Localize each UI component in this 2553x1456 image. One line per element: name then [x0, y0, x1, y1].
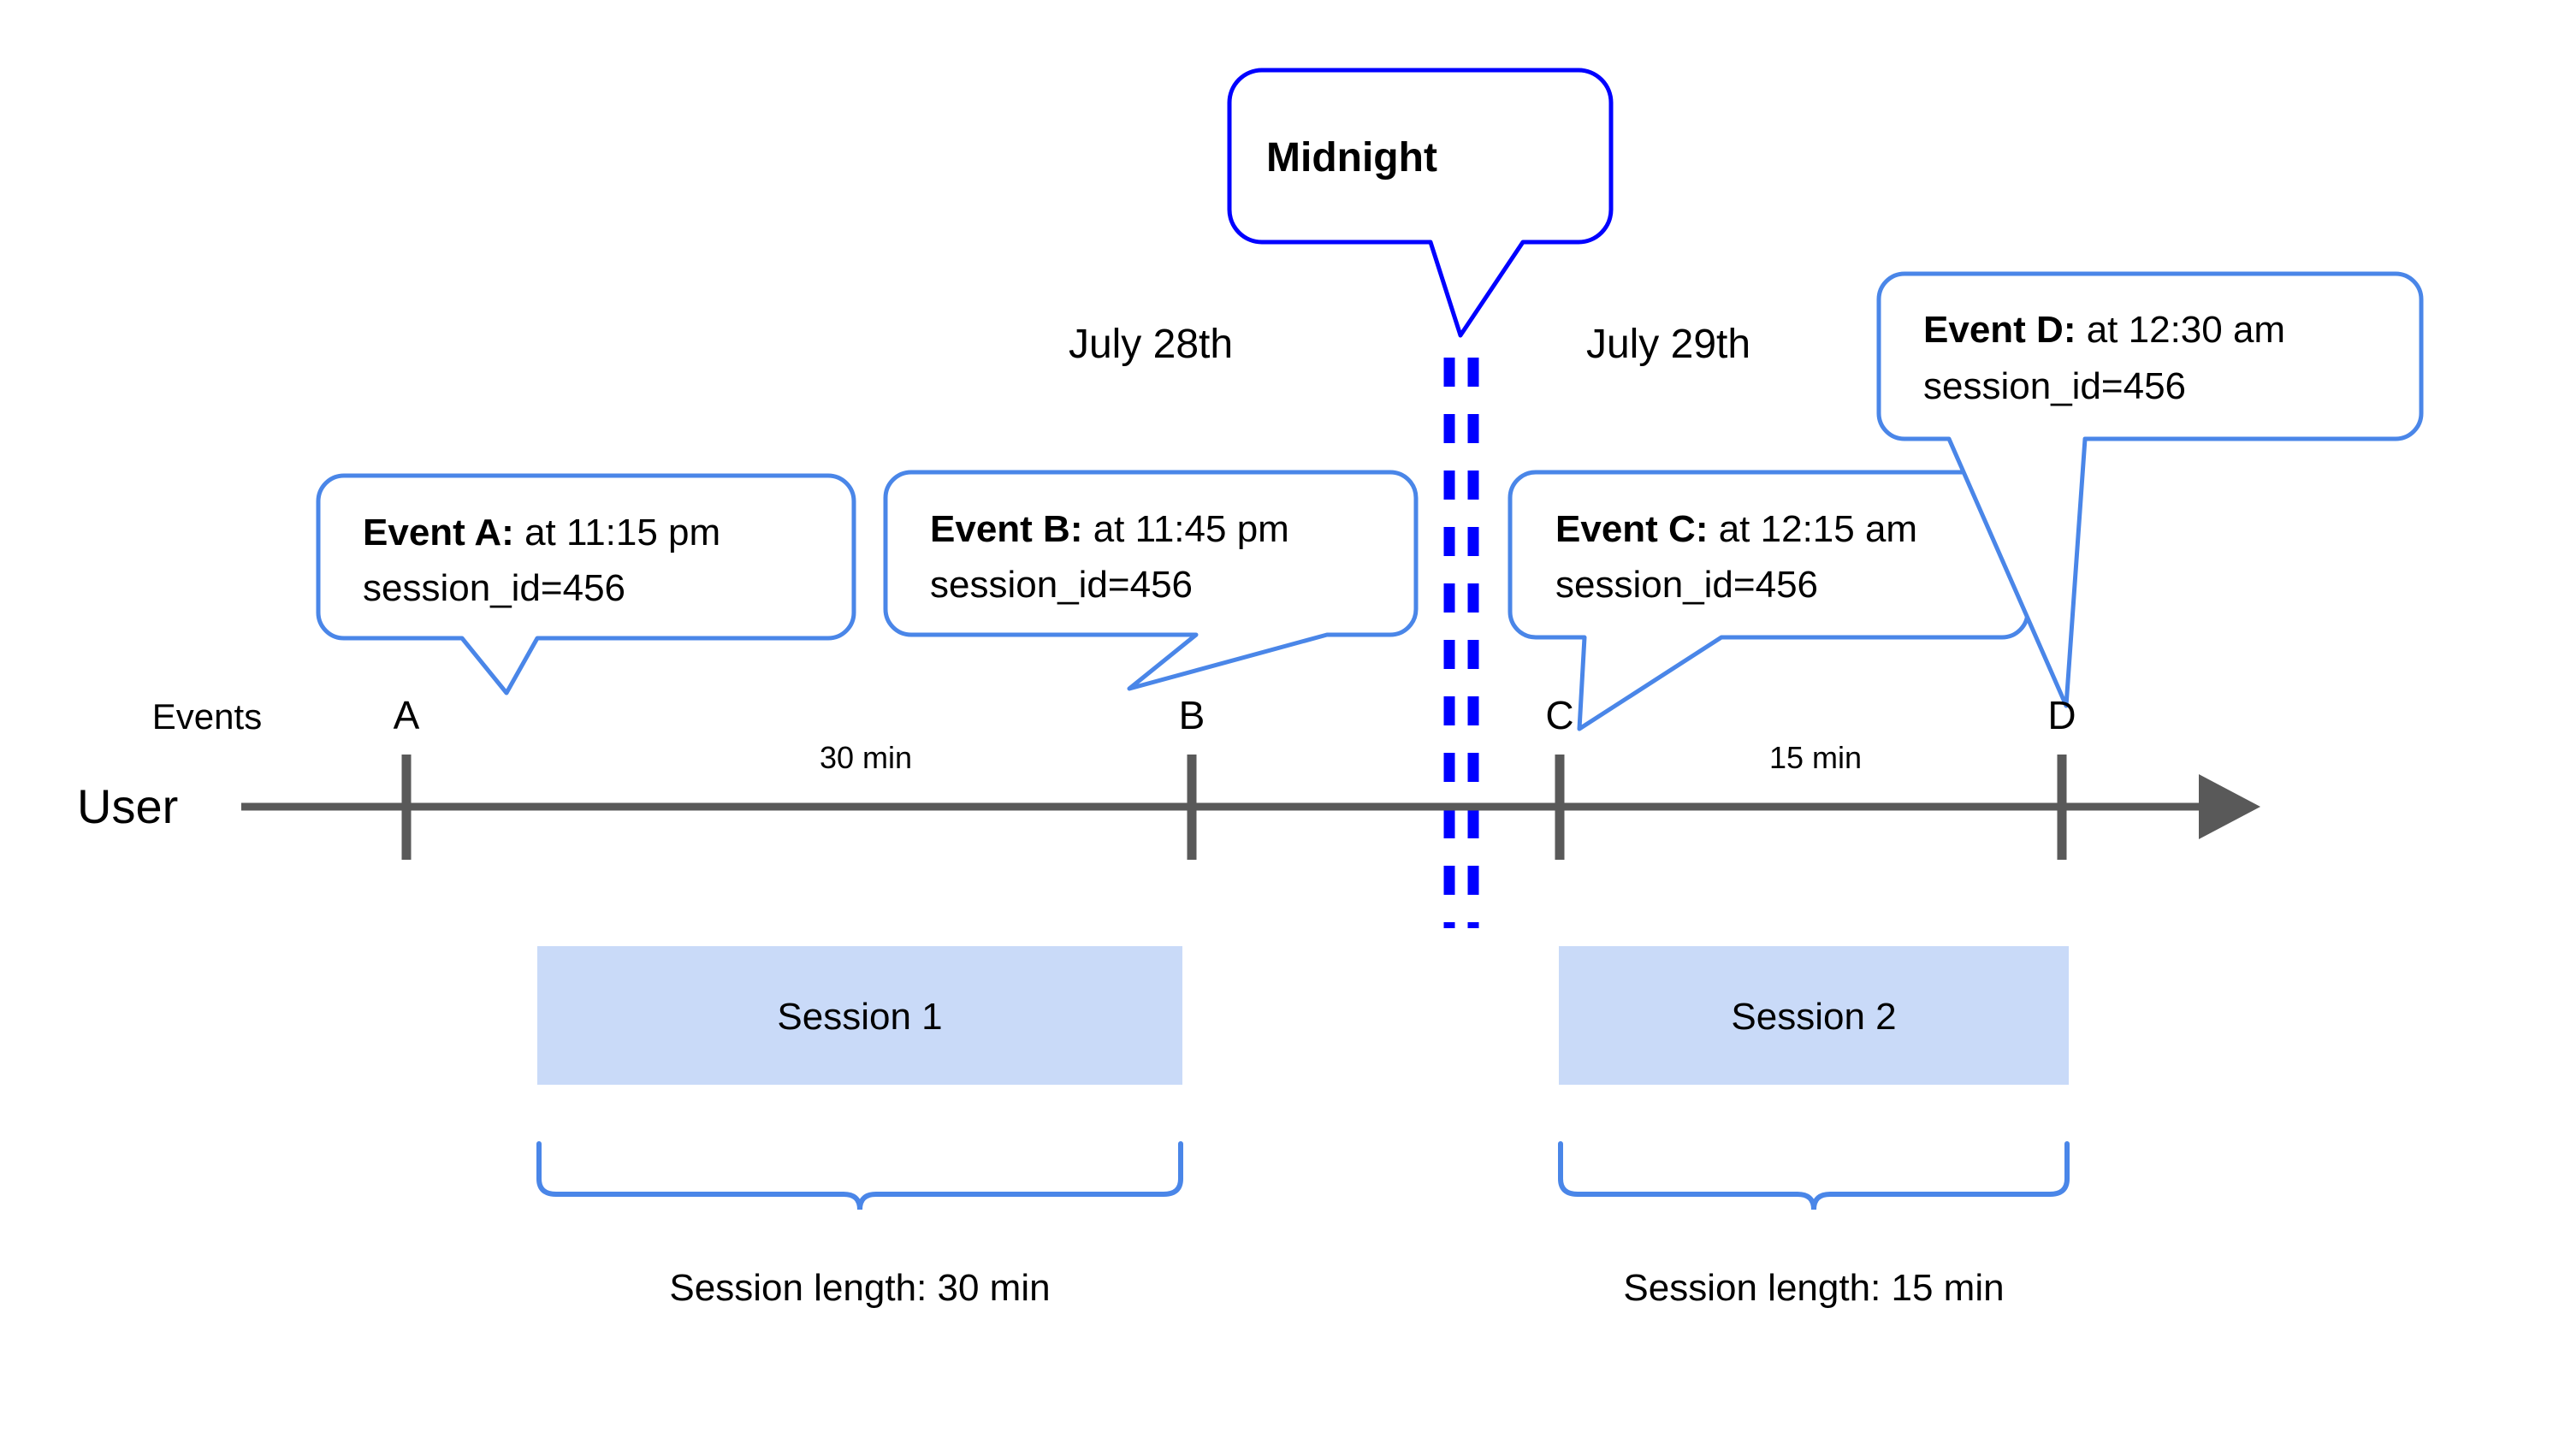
session-2-box [1559, 946, 2069, 1085]
interval-label-15min: 15 min [1769, 740, 1862, 775]
event-callout-a-title: Event A: [363, 512, 514, 553]
session-1-length-label: Session length: 30 min [669, 1267, 1050, 1309]
session-1-box [537, 946, 1182, 1085]
session-2-brace [1558, 1141, 2070, 1210]
session-2-length-label: Session length: 15 min [1623, 1267, 2004, 1309]
event-callout-b-detail: session_id=456 [930, 564, 1193, 606]
event-callout-b-title: Event B: [930, 508, 1082, 550]
event-callout-c-detail: session_id=456 [1555, 564, 1818, 606]
session-1-group[interactable]: Session 1 Session length: 30 min [536, 946, 1183, 1309]
axis-label-user: User [77, 779, 178, 833]
session-2-group[interactable]: Session 2 Session length: 15 min [1558, 946, 2070, 1309]
event-callout-b-shape [883, 470, 1419, 691]
event-callout-d-shape [1876, 271, 2424, 708]
event-callout-c-title: Event C: [1555, 508, 1708, 550]
tick-letter-d: D [2047, 693, 2076, 737]
tick-letter-b: B [1179, 693, 1205, 737]
midnight-callout[interactable]: Midnight [1227, 68, 1614, 338]
midnight-callout-shape [1227, 68, 1614, 338]
date-label-right: July 29th [1586, 322, 1750, 367]
interval-label-30min: 30 min [820, 740, 912, 775]
event-callout-a-shape [316, 473, 856, 695]
session-1-label: Session 1 [777, 996, 942, 1038]
event-callout-d-line1: Event D: at 12:30 am [1923, 309, 2285, 351]
event-callout-c-line1: Event C: at 12:15 am [1555, 508, 1917, 550]
event-callout-b[interactable]: Event B: at 11:45 pm session_id=456 [883, 470, 1419, 691]
event-callout-a[interactable]: Event A: at 11:15 pm session_id=456 [316, 473, 856, 695]
midnight-label: Midnight [1266, 135, 1437, 181]
session-1-brace [536, 1141, 1183, 1210]
event-callout-b-time: at 11:45 pm [1082, 508, 1288, 550]
event-callout-c-time: at 12:15 am [1708, 508, 1917, 550]
axis-label-events: Events [152, 696, 262, 737]
tick-letter-a: A [394, 693, 420, 737]
event-callout-c[interactable]: Event C: at 12:15 am session_id=456 [1508, 470, 2030, 731]
event-callout-d-title: Event D: [1923, 309, 2076, 351]
event-callout-a-detail: session_id=456 [363, 567, 625, 609]
arrow-right-icon [2199, 774, 2260, 839]
tick-letter-c: C [1545, 693, 1573, 737]
event-callout-d[interactable]: Event D: at 12:30 am session_id=456 [1876, 271, 2424, 708]
event-callout-d-detail: session_id=456 [1923, 365, 2186, 407]
event-callout-d-time: at 12:30 am [2076, 309, 2285, 351]
event-callout-b-line1: Event B: at 11:45 pm [930, 508, 1289, 550]
date-label-left: July 28th [1069, 322, 1233, 367]
event-callout-a-line1: Event A: at 11:15 pm [363, 512, 720, 553]
timeline-axis [241, 755, 2260, 860]
midnight-divider [1443, 358, 1479, 928]
event-callout-a-time: at 11:15 pm [514, 512, 720, 553]
session-2-label: Session 2 [1731, 996, 1896, 1038]
